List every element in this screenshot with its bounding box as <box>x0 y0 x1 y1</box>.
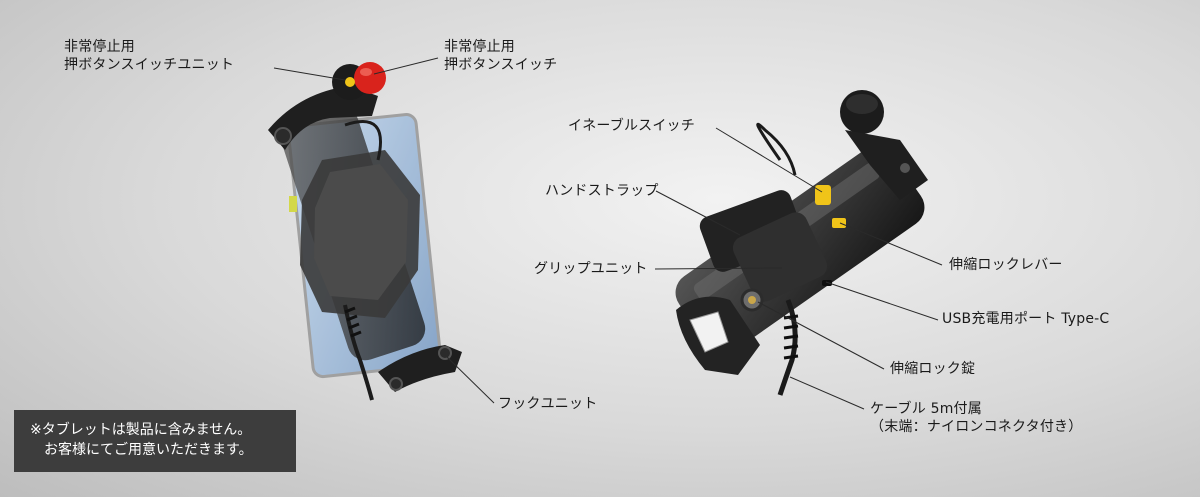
label-estop-switch: 非常停止用 押ボタンスイッチ <box>444 38 557 74</box>
tablet-holder-rear-view <box>675 90 928 396</box>
label-grip-unit: グリップユニット <box>534 261 648 277</box>
label-cable: ケーブル 5m付属 （末端：ナイロンコネクタ付き） <box>870 400 1082 436</box>
label-telescopic-lock: 伸縮ロック錠 <box>890 361 976 377</box>
label-hook-unit: フックユニット <box>498 396 598 412</box>
tablet-not-included-note: ※タブレットは製品に含みません。 お客様にてご用意いただきます。 <box>14 410 296 472</box>
label-cable-line1: ケーブル 5m付属 <box>870 401 982 417</box>
label-estop-unit-line2: 押ボタンスイッチユニット <box>64 57 235 73</box>
label-enable-switch: イネーブルスイッチ <box>568 118 695 134</box>
label-estop-unit-line1: 非常停止用 <box>64 39 135 55</box>
label-estop-switch-line1: 非常停止用 <box>444 39 515 55</box>
label-usb-port: USB充電用ポート Type-C <box>942 311 1110 327</box>
label-cable-line2: （末端：ナイロンコネクタ付き） <box>870 419 1083 435</box>
note-line2: お客様にてご用意いただきます。 <box>44 442 253 458</box>
label-hand-strap: ハンドストラップ <box>545 183 659 199</box>
tablet-holder-front-view <box>268 62 462 401</box>
note-line1: ※タブレットは製品に含みません。 <box>30 422 252 438</box>
label-estop-switch-line2: 押ボタンスイッチ <box>444 57 558 73</box>
leader-lines <box>273 57 943 410</box>
label-estop-unit: 非常停止用 押ボタンスイッチユニット <box>64 38 234 74</box>
label-telescopic-lever: 伸縮ロックレバー <box>949 257 1063 273</box>
